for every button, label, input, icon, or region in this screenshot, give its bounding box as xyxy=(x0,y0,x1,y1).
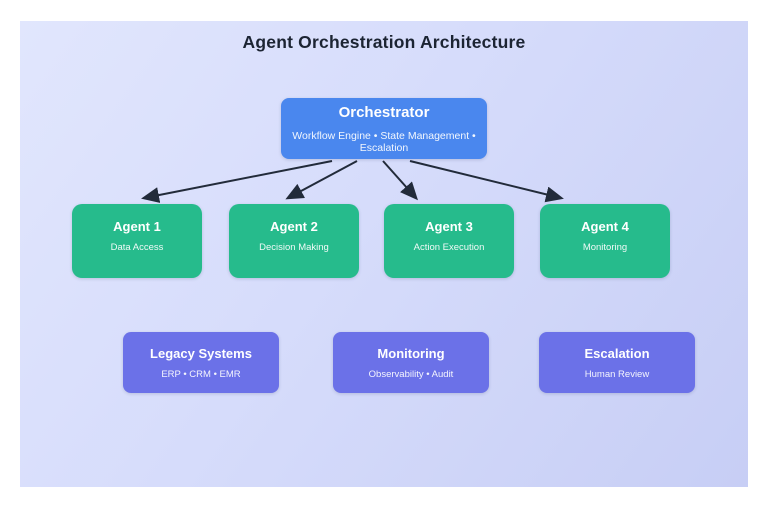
legacy-systems-node: Legacy Systems ERP • CRM • EMR xyxy=(123,332,279,393)
orchestrator-subtitle: Workflow Engine • State Management • Esc… xyxy=(292,129,476,154)
agent-4-node: Agent 4 Monitoring xyxy=(540,204,670,278)
escalation-subtitle: Human Review xyxy=(584,369,650,380)
diagram-title: Agent Orchestration Architecture xyxy=(242,32,526,52)
escalation-title: Escalation xyxy=(584,346,650,361)
arrow-orchestrator-to-agent-4 xyxy=(409,160,564,203)
legacy-systems-subtitle: ERP • CRM • EMR xyxy=(161,369,241,380)
agent-1-subtitle: Data Access xyxy=(110,242,164,253)
agent-2-subtitle: Decision Making xyxy=(259,242,329,253)
agent-3-node: Agent 3 Action Execution xyxy=(384,204,514,278)
orchestrator-node: Orchestrator Workflow Engine • State Man… xyxy=(281,98,487,159)
arrow-orchestrator-to-agent-2 xyxy=(285,160,358,200)
agent-3-title: Agent 3 xyxy=(425,219,473,234)
agent-1-title: Agent 1 xyxy=(113,219,161,234)
agent-2-title: Agent 2 xyxy=(270,219,318,234)
diagram-canvas: Agent Orchestration Architecture Orchest… xyxy=(20,21,748,487)
agent-1-node: Agent 1 Data Access xyxy=(72,204,202,278)
escalation-node: Escalation Human Review xyxy=(539,332,695,393)
arrow-orchestrator-to-agent-1 xyxy=(141,160,333,203)
arrow-orchestrator-to-agent-3 xyxy=(382,160,418,201)
agent-4-subtitle: Monitoring xyxy=(582,242,628,253)
monitoring-subtitle: Observability • Audit xyxy=(368,369,454,380)
monitoring-title: Monitoring xyxy=(377,346,445,361)
orchestrator-title: Orchestrator xyxy=(338,103,430,121)
legacy-systems-title: Legacy Systems xyxy=(150,346,252,361)
agent-3-subtitle: Action Execution xyxy=(413,242,485,253)
monitoring-node: Monitoring Observability • Audit xyxy=(333,332,489,393)
agent-2-node: Agent 2 Decision Making xyxy=(229,204,359,278)
agent-4-title: Agent 4 xyxy=(581,219,629,234)
